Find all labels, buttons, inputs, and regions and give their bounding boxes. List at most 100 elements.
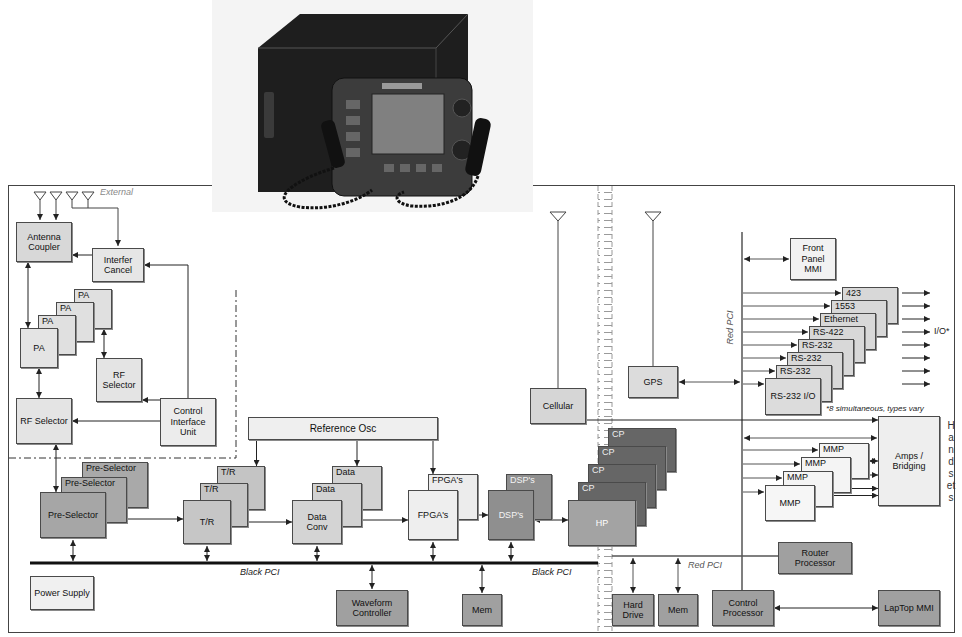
- radio-photo: [453, 99, 471, 117]
- antenna-symbol: [558, 221, 559, 388]
- radio-photo: [320, 119, 346, 169]
- signal-arrow: [256, 440, 257, 466]
- antenna-symbol: [50, 192, 62, 200]
- radio-photo: [284, 168, 372, 208]
- box-label: RS-232: [791, 353, 822, 364]
- radio-photo: [258, 14, 468, 48]
- block-box: Waveform Controller: [336, 590, 408, 626]
- box-label: Antenna Coupler: [20, 232, 68, 253]
- radio-photo: [346, 132, 360, 141]
- red-pci-bus: [743, 464, 800, 465]
- box-label: MMP: [823, 444, 844, 455]
- text-label: Red PCI: [725, 297, 736, 357]
- signal-arrow: [28, 262, 29, 328]
- red-pci-bus: [743, 358, 786, 359]
- box-label: Data: [316, 484, 335, 495]
- block-box: Data Conv: [292, 500, 342, 544]
- antenna-symbol: [653, 221, 654, 366]
- block-box: Pre-Selector: [40, 492, 106, 538]
- box-label: Pre-Selector: [86, 463, 136, 474]
- red-pci-bus: [743, 306, 830, 307]
- box-label: Mem: [472, 605, 492, 615]
- io-port-arrow: [902, 371, 930, 372]
- box-label: Control Interface Unit: [164, 406, 212, 437]
- radio-photo: [346, 148, 360, 157]
- signal-arrow: [586, 420, 878, 421]
- radio-photo: [397, 176, 478, 206]
- io-port-arrow: [902, 306, 930, 307]
- box-label: GPS: [643, 377, 662, 387]
- outer-frame: [9, 186, 955, 633]
- signal-arrow: [39, 368, 40, 398]
- dashed-divider: [9, 290, 236, 458]
- red-pci-bus: [678, 558, 679, 593]
- signal-arrow: [144, 265, 188, 398]
- signal-arrow: [72, 255, 92, 256]
- bus-tap: [433, 542, 434, 561]
- antenna-symbol: [645, 212, 661, 221]
- red-pci-bus: [744, 259, 789, 260]
- red-pci-bus: [743, 478, 782, 479]
- block-box: Antenna Coupler: [16, 222, 72, 262]
- red-black-boundary: [598, 186, 612, 632]
- red-pci-bus: [741, 232, 743, 590]
- signal-arrow: [869, 461, 878, 462]
- box-label: Waveform Controller: [340, 598, 404, 619]
- red-pci-bus: [679, 382, 740, 383]
- block-box: T/R: [183, 500, 231, 544]
- red-black-boundary: [612, 186, 613, 632]
- box-label: RS-232: [780, 366, 811, 377]
- red-pci-bus: [743, 384, 764, 385]
- red-pci-bus: [743, 492, 764, 493]
- signal-arrow: [357, 440, 358, 466]
- box-label: CP: [602, 447, 615, 458]
- box-label: Hard Drive: [616, 600, 650, 621]
- box-label: 1553: [835, 301, 855, 312]
- box-label: CP: [592, 465, 605, 476]
- signal-arrow: [774, 608, 878, 609]
- io-port-arrow: [902, 332, 930, 333]
- signal-arrow: [56, 444, 57, 492]
- red-black-boundary: [598, 186, 599, 632]
- radio-photo: [372, 94, 444, 154]
- dashed-divider: [9, 458, 236, 459]
- box-label: PA: [60, 303, 71, 314]
- text-label: Black PCI: [240, 567, 280, 578]
- radio-photo: [432, 164, 442, 172]
- box-label: 423: [846, 288, 861, 299]
- box-label: Control Processor: [716, 598, 770, 619]
- block-box: HP: [568, 500, 636, 546]
- block-box: Hard Drive: [612, 594, 654, 626]
- box-label: PA: [33, 343, 44, 353]
- red-black-boundary: [598, 186, 612, 632]
- antenna-symbol: [72, 208, 88, 209]
- antenna-symbol: [88, 200, 118, 246]
- box-label: T/R: [204, 484, 219, 495]
- io-port-arrow: [902, 384, 930, 385]
- radio-photo: [464, 117, 492, 177]
- box-label: FPGA's: [432, 475, 463, 486]
- block-box: LapTop MMI: [878, 590, 940, 626]
- box-label: LapTop MMI: [884, 603, 934, 613]
- bus-tap: [73, 540, 74, 561]
- block-box: Interfer Cancel: [92, 248, 144, 282]
- box-label: RS-232 I/O: [770, 391, 815, 401]
- bus-tap: [372, 565, 373, 589]
- black-pci-bus: [30, 563, 598, 564]
- box-label: HP: [596, 518, 609, 528]
- vertical-label: Handsets: [946, 420, 956, 504]
- box-label: Data: [336, 467, 355, 478]
- red-pci-bus: [744, 438, 877, 439]
- box-label: Ethernet: [824, 314, 858, 325]
- radio-photo: [400, 164, 410, 172]
- block-box: Amps / Bridging: [878, 416, 940, 506]
- box-label: RS-422: [813, 327, 844, 338]
- block-box: MMP: [765, 485, 815, 521]
- block-box: Cellular: [530, 388, 586, 424]
- box-label: T/R: [221, 467, 236, 478]
- box-label: DSP's: [499, 510, 524, 520]
- block-box: RF Selector: [16, 398, 72, 444]
- radio-photo: [382, 83, 422, 89]
- block-box: GPS: [628, 366, 678, 398]
- box-label: Pre-Selector: [48, 510, 98, 520]
